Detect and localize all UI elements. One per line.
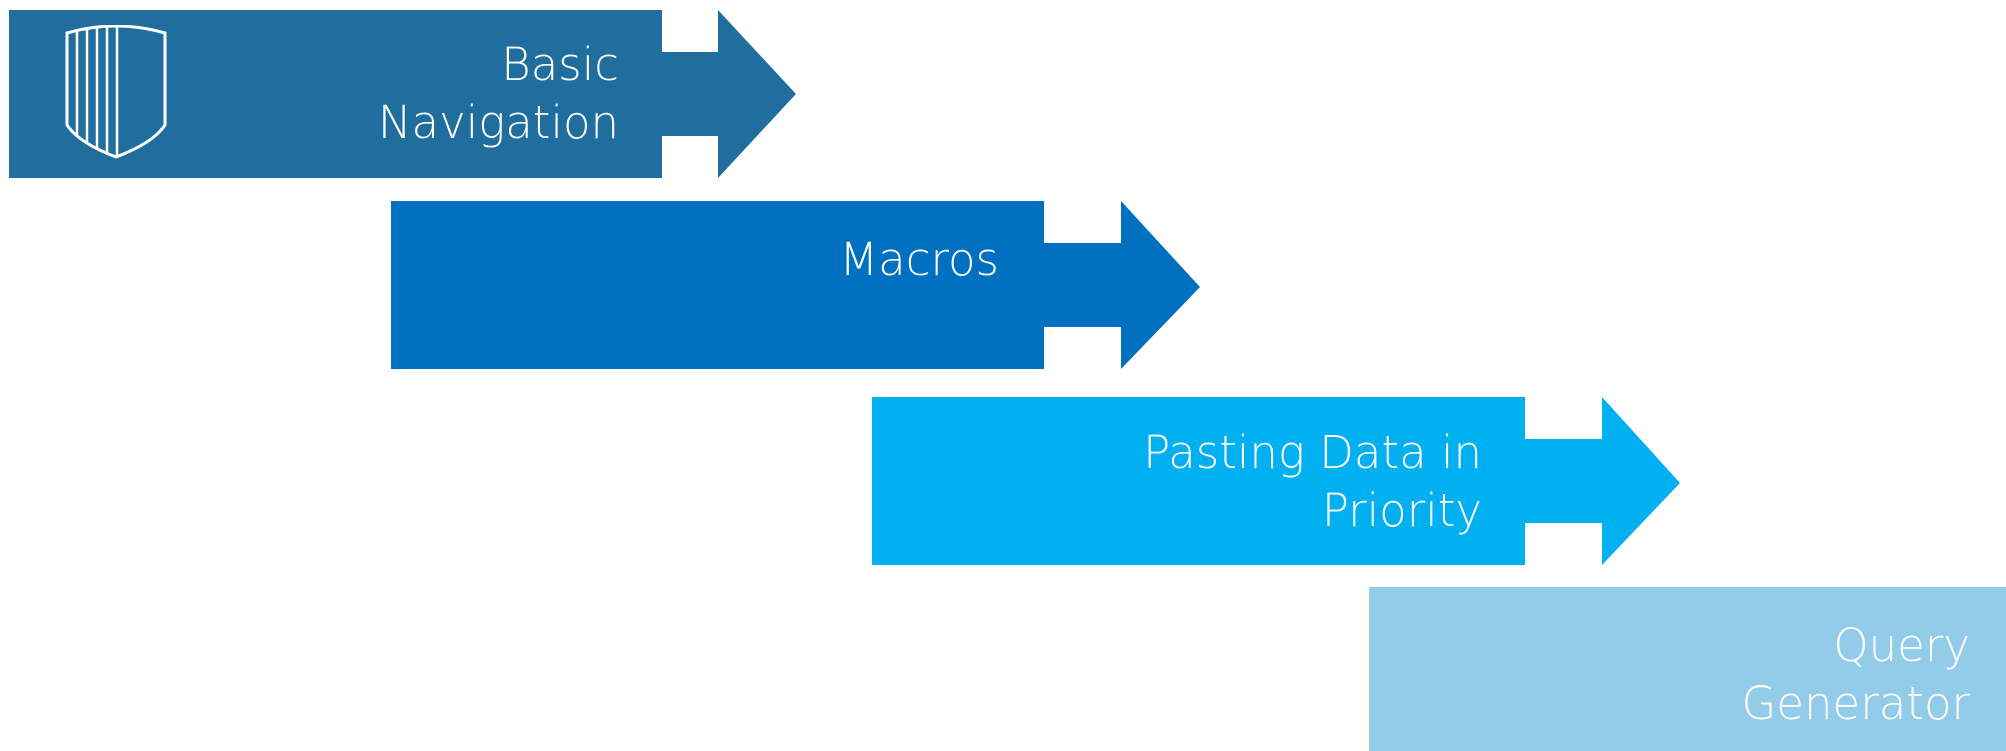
step-label-line: Generator bbox=[1741, 677, 1970, 730]
step-macros: Macros bbox=[391, 201, 1200, 369]
block-body bbox=[1369, 587, 2006, 751]
arrow-shape bbox=[9, 10, 796, 178]
block-shape bbox=[1369, 587, 2006, 751]
step-basic-navigation: Basic Navigation bbox=[9, 10, 796, 178]
arrow-body bbox=[872, 397, 1680, 565]
step-label-line: Navigation bbox=[377, 96, 619, 149]
step-label-line: Priority bbox=[1321, 484, 1482, 537]
arrow-body bbox=[9, 10, 796, 178]
step-query-generator: Query Generator bbox=[1369, 587, 2006, 751]
step-pasting-data: Pasting Data in Priority bbox=[872, 397, 1680, 565]
step-label: Basic Navigation bbox=[378, 36, 619, 152]
step-label-line: Macros bbox=[839, 233, 999, 286]
step-label: Query Generator bbox=[1741, 617, 1970, 733]
arrow-body bbox=[391, 201, 1200, 369]
shield-icon bbox=[65, 24, 167, 164]
step-label-line: Basic bbox=[501, 38, 619, 91]
arrow-shape bbox=[872, 397, 1680, 565]
step-label-line: Pasting Data in bbox=[1143, 426, 1482, 479]
arrow-shape bbox=[391, 201, 1200, 369]
step-label-line: Query bbox=[1833, 619, 1970, 672]
step-label: Pasting Data in Priority bbox=[1143, 424, 1482, 540]
step-label: Macros bbox=[839, 231, 999, 289]
